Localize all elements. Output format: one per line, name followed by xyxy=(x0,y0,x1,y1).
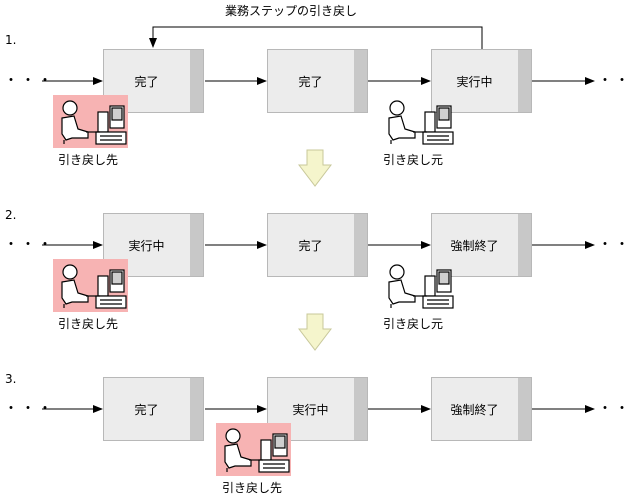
row2-step-3: 強制終了 xyxy=(431,213,532,277)
row2-target-label: 引き戻し先 xyxy=(58,317,119,331)
row2-source-label: 引き戻し元 xyxy=(383,317,444,331)
row3-step-3: 強制終了 xyxy=(431,377,532,441)
person-at-computer-icon xyxy=(61,264,127,309)
row2-number: 2. xyxy=(5,208,17,222)
row2-step-2: 完了 xyxy=(267,213,368,277)
pullback-arrow xyxy=(149,26,483,49)
row3-ellipsis-left: ・・・ xyxy=(4,401,55,417)
row1-source-label: 引き戻し元 xyxy=(383,153,444,167)
step-status: 完了 xyxy=(298,74,323,89)
step-status: 完了 xyxy=(298,238,323,253)
row1-ellipsis-right: ・・・ xyxy=(598,73,629,89)
person-at-computer-icon xyxy=(224,428,290,473)
row1-ellipsis-left: ・・・ xyxy=(4,73,55,89)
person-at-computer-icon xyxy=(61,100,127,145)
step-status: 強制終了 xyxy=(450,238,499,253)
step-status: 実行中 xyxy=(292,402,329,417)
person-at-computer-icon xyxy=(388,100,454,145)
person-at-computer-icon xyxy=(388,264,454,309)
step-status: 完了 xyxy=(134,74,159,89)
row1-number: 1. xyxy=(5,33,17,47)
down-arrow-icon xyxy=(297,313,333,351)
row3-step-1: 完了 xyxy=(103,377,204,441)
row1-target-label: 引き戻し先 xyxy=(58,153,119,167)
row3-number: 3. xyxy=(5,372,17,386)
down-arrow-icon xyxy=(297,149,333,187)
row3-target-label: 引き戻し先 xyxy=(222,481,283,495)
step-status: 実行中 xyxy=(128,238,165,253)
diagram-title: 業務ステップの引き戻し xyxy=(225,4,358,18)
row2-ellipsis-right: ・・・ xyxy=(598,237,629,253)
step-status: 完了 xyxy=(134,402,159,417)
row2-ellipsis-left: ・・・ xyxy=(4,237,55,253)
row3-ellipsis-right: ・・・ xyxy=(598,401,629,417)
step-status: 実行中 xyxy=(456,74,493,89)
row1-step-2: 完了 xyxy=(267,49,368,113)
row1-step-3: 実行中 xyxy=(431,49,532,113)
step-status: 強制終了 xyxy=(450,402,499,417)
